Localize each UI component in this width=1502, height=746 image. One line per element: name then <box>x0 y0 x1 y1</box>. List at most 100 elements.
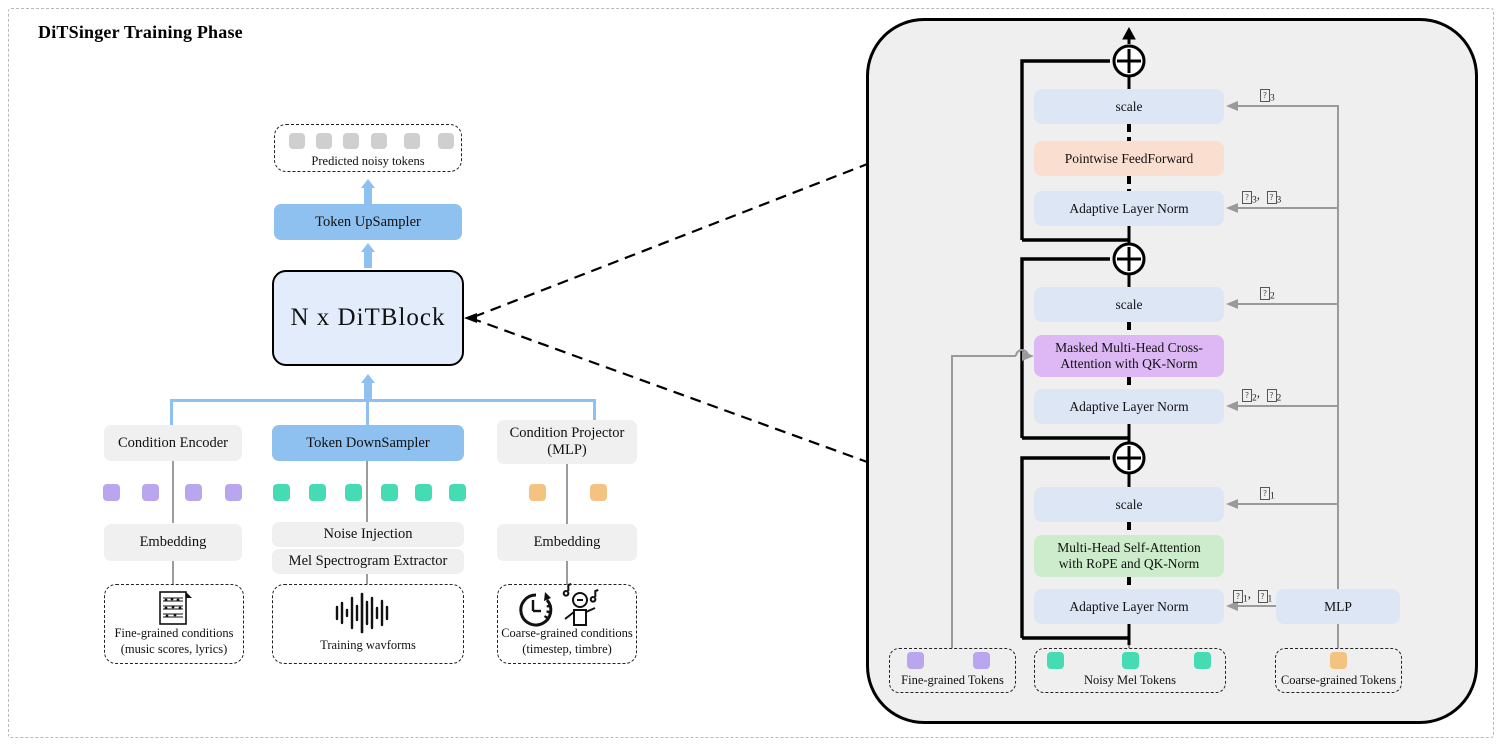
missing-glyph: ? <box>1260 487 1270 500</box>
coarse-grained-token <box>590 484 607 501</box>
adaptive-layer-norm-2[interactable]: Adaptive Layer Norm <box>1034 389 1224 424</box>
connector-line <box>366 574 368 586</box>
predicted-token <box>404 133 420 149</box>
self-attention-label-line2: with RoPE and QK-Norm <box>1058 556 1200 571</box>
beta-gamma-3-label: ?3, ?3 <box>1242 187 1281 206</box>
missing-glyph: ? <box>1242 191 1252 204</box>
gamma-1-label: ?1 <box>1260 483 1275 502</box>
noise-injection-box[interactable]: Noise Injection <box>272 522 464 547</box>
noisy-mel-token <box>415 484 432 501</box>
condition-bus-line <box>172 399 596 402</box>
scale-block-2[interactable]: scale <box>1034 287 1224 322</box>
missing-glyph: ? <box>1266 389 1277 402</box>
noisy-mel-token <box>309 484 326 501</box>
condition-encoder-box[interactable]: Condition Encoder <box>104 425 242 461</box>
subscript: 2 <box>1270 291 1275 302</box>
predicted-token <box>371 133 387 149</box>
fine-grained-embedding-box[interactable]: Embedding <box>104 524 242 561</box>
fine-grained-token <box>225 484 242 501</box>
coarse-grained-embedding-box[interactable]: Embedding <box>497 524 637 561</box>
beta-gamma-1-label: ?1, ?1 <box>1233 586 1272 605</box>
connector-line <box>172 561 174 585</box>
subscript: 1 <box>1267 594 1273 605</box>
fine-grained-tokens-legend-label: Fine-grained Tokens <box>901 673 1004 687</box>
fine-grained-conditions-caption: Fine-grained conditions (music scores, l… <box>104 626 244 657</box>
flow-arrow-head <box>361 374 375 383</box>
noisy-mel-token <box>381 484 398 501</box>
legend-coarse-token <box>1330 652 1347 669</box>
predicted-token <box>316 133 332 149</box>
self-attention-block[interactable]: Multi-Head Self-Attention with RoPE and … <box>1034 535 1224 577</box>
condition-bus-left-leg <box>170 399 173 425</box>
predicted-noisy-tokens-box <box>274 124 462 172</box>
mel-spectrogram-extractor-box[interactable]: Mel Spectrogram Extractor <box>272 549 464 574</box>
gamma-2-label: ?2 <box>1260 283 1275 302</box>
subscript: 2 <box>1276 393 1282 404</box>
missing-glyph: ? <box>1242 389 1252 402</box>
predicted-token <box>343 133 359 149</box>
condition-projector-label-line1: Condition Projector <box>509 425 625 442</box>
flow-arrow-head <box>361 179 375 188</box>
scale-block-1[interactable]: scale <box>1034 487 1224 522</box>
subscript: 2 <box>1252 393 1257 404</box>
connector-line <box>566 464 568 524</box>
fine-grained-token <box>142 484 159 501</box>
caption-line: Training wavforms <box>320 638 416 652</box>
page-title: DiTSinger Training Phase <box>38 22 243 42</box>
pointwise-feedforward-block[interactable]: Pointwise FeedForward <box>1034 141 1224 176</box>
beta-gamma-2-label: ?2, ?2 <box>1242 385 1281 404</box>
missing-glyph: ? <box>1260 89 1270 102</box>
missing-glyph: ? <box>1257 590 1268 603</box>
missing-glyph: ? <box>1233 590 1243 603</box>
legend-fine-token <box>973 652 990 669</box>
training-waveforms-caption: Training wavforms <box>272 638 464 654</box>
fine-grained-token <box>103 484 120 501</box>
subscript: 3 <box>1252 195 1257 206</box>
subscript: 3 <box>1276 195 1282 206</box>
coarse-grained-tokens-legend-label: Coarse-grained Tokens <box>1280 673 1397 687</box>
noisy-mel-tokens-legend-label: Noisy Mel Tokens <box>1084 673 1176 687</box>
legend-mel-token <box>1122 652 1139 669</box>
connector-line <box>566 561 568 585</box>
predicted-token <box>289 133 305 149</box>
noisy-mel-token <box>345 484 362 501</box>
token-upsampler-box[interactable]: Token UpSampler <box>274 204 462 240</box>
condition-projector-box[interactable]: Condition Projector (MLP) <box>497 420 637 464</box>
caption-line: Fine-grained conditions <box>114 626 234 640</box>
mlp-block[interactable]: MLP <box>1276 589 1400 624</box>
subscript: 1 <box>1243 594 1248 605</box>
flow-arrow-shaft <box>364 188 372 208</box>
predicted-token <box>438 133 454 149</box>
ditblock-box[interactable]: N x DiTBlock <box>272 270 464 366</box>
cross-attention-label-line1: Masked Multi-Head Cross- <box>1055 340 1203 356</box>
cross-attention-label-line2: Attention with QK-Norm <box>1060 356 1198 371</box>
predicted-noisy-tokens-label: Predicted noisy tokens <box>311 154 425 168</box>
legend-fine-token <box>907 652 924 669</box>
token-downsampler-box[interactable]: Token DownSampler <box>272 425 464 461</box>
coarse-grained-token <box>529 484 546 501</box>
subscript: 1 <box>1270 491 1275 502</box>
coarse-grained-conditions-caption: Coarse-grained conditions (timestep, tim… <box>495 626 639 657</box>
connector-line <box>172 461 174 523</box>
condition-bus-mid-leg <box>366 399 369 425</box>
caption-line: (music scores, lyrics) <box>120 641 228 656</box>
noisy-mel-token <box>273 484 290 501</box>
legend-mel-token <box>1194 652 1211 669</box>
adaptive-layer-norm-3[interactable]: Adaptive Layer Norm <box>1034 191 1224 226</box>
gamma-3-label: ?3 <box>1260 85 1275 104</box>
condition-projector-label-line2: (MLP) <box>547 442 587 458</box>
flow-arrow-shaft <box>364 252 372 268</box>
self-attention-label-line1: Multi-Head Self-Attention <box>1057 540 1201 556</box>
scale-block-3[interactable]: scale <box>1034 89 1224 124</box>
outer-dashed-border <box>8 8 1494 738</box>
fine-grained-token <box>185 484 202 501</box>
missing-glyph: ? <box>1260 287 1270 300</box>
noisy-mel-token <box>449 484 466 501</box>
missing-glyph: ? <box>1266 191 1277 204</box>
caption-line: (timestep, timbre) <box>522 641 612 656</box>
adaptive-layer-norm-1[interactable]: Adaptive Layer Norm <box>1034 589 1224 624</box>
connector-line <box>366 461 368 523</box>
masked-cross-attention-block[interactable]: Masked Multi-Head Cross- Attention with … <box>1034 335 1224 377</box>
flow-arrow-head <box>361 243 375 252</box>
